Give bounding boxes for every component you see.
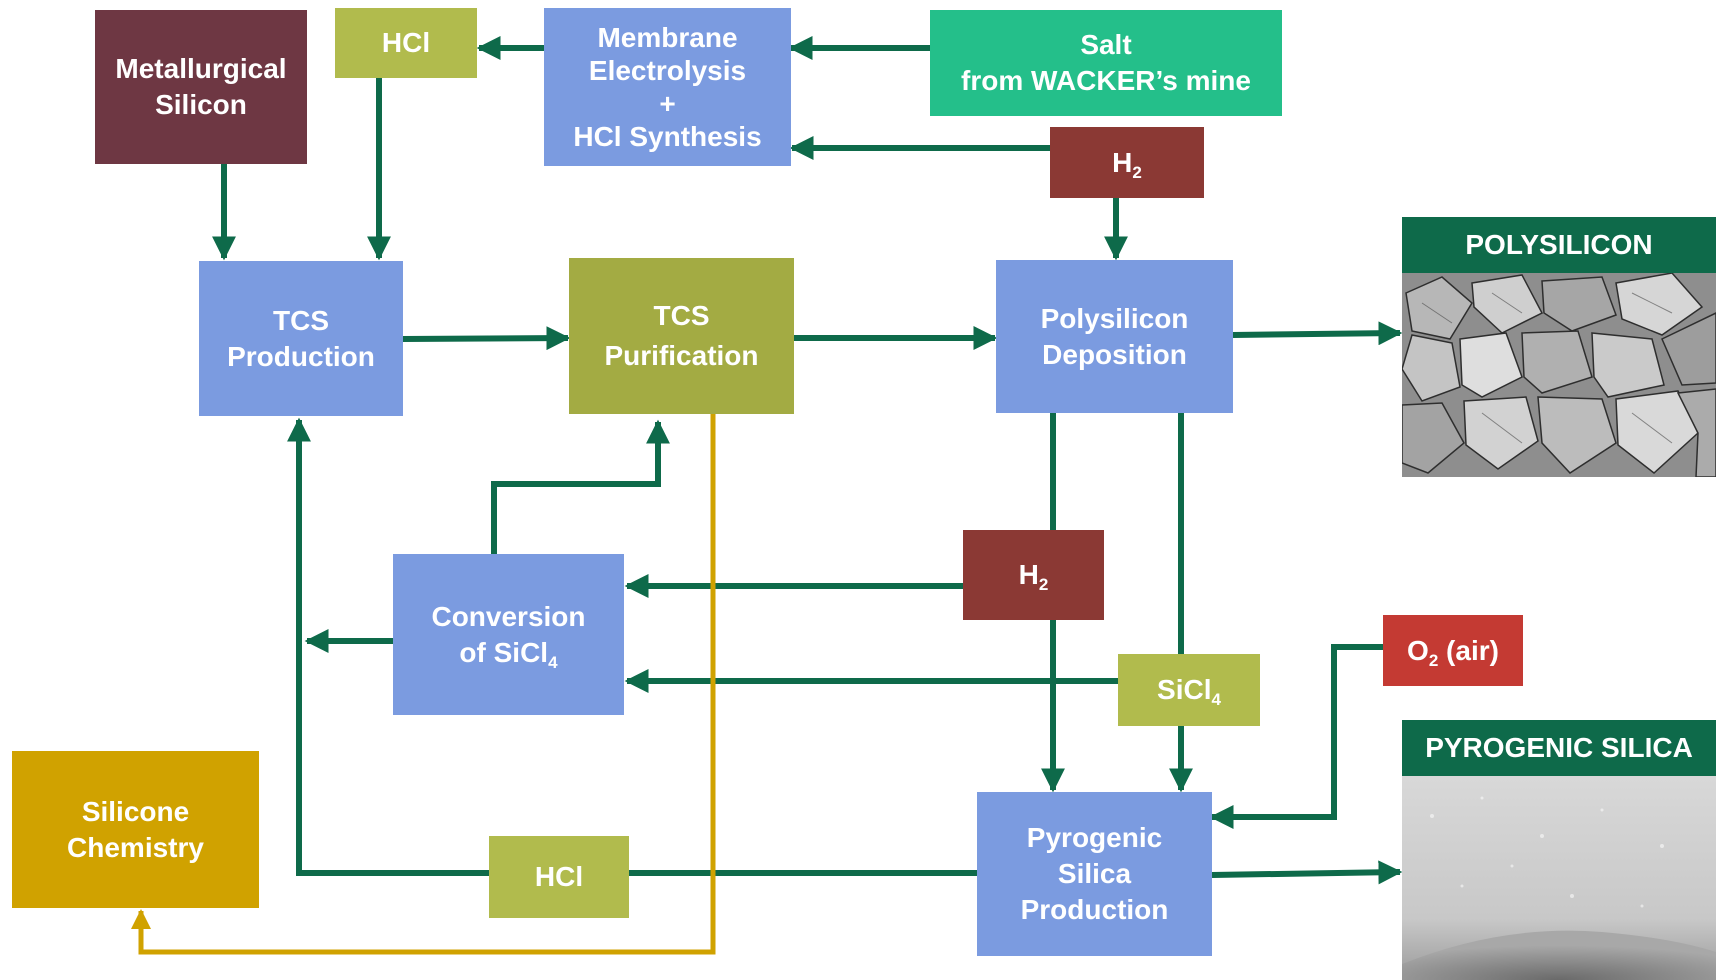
node-label: Deposition — [1042, 338, 1187, 370]
conversion-sicl4-node: Conversion of SiCl4 — [393, 554, 624, 715]
node-label: H2 — [1018, 559, 1049, 594]
node-label: Electrolysis — [588, 55, 747, 86]
node-label: TCS — [273, 304, 329, 336]
node-label: + — [659, 88, 676, 119]
node-label: Conversion — [431, 600, 586, 632]
arrow-pyrogenic-to-silica — [1211, 860, 1403, 885]
tcs-production-node: TCS Production — [199, 261, 403, 416]
metallurgical-silicon-node: Metallurgical Silicon — [95, 10, 307, 164]
node-label: Silicone — [81, 795, 190, 827]
panel-title: POLYSILICON — [1402, 217, 1716, 273]
polysilicon-deposition-node: Polysilicon Deposition — [996, 260, 1233, 413]
silica-powder-photo-icon — [1402, 776, 1716, 980]
node-label: Metallurgical — [115, 53, 287, 84]
hcl-top-node: HCl — [335, 8, 477, 78]
node-label: of SiCl4 — [459, 636, 558, 672]
arrow-purification-to-silicone — [131, 414, 716, 955]
polysilicon-product-panel: POLYSILICON — [1402, 217, 1716, 477]
node-label: Silica — [1057, 858, 1132, 889]
pyrogenic-silica-production-node: Pyrogenic Silica Production — [977, 792, 1212, 956]
arrow-deposition-to-polysilicon — [1232, 321, 1403, 346]
arrow-conversion-to-purification — [491, 419, 670, 554]
polysilicon-chunks-photo-icon — [1402, 273, 1716, 477]
sicl4-node: SiCl4 — [1118, 654, 1260, 726]
node-label: Silicon — [155, 89, 247, 120]
node-label: HCl Synthesis — [573, 121, 762, 152]
salt-node: Salt from WACKER’s mine — [930, 10, 1282, 116]
node-label: Salt — [1080, 29, 1132, 60]
node-label: SiCl4 — [1157, 674, 1221, 709]
o2-air-node: O2 (air) — [1383, 615, 1523, 686]
arrow-o2-to-pyrogenic — [1209, 644, 1383, 829]
node-label: HCl — [534, 861, 584, 892]
h2-top-node: H2 — [1050, 127, 1204, 198]
node-label: from WACKER’s mine — [961, 65, 1251, 96]
node-label: Purification — [604, 340, 759, 371]
node-label: Production — [1020, 894, 1169, 925]
arrow-recycle-to-tcs — [287, 417, 977, 876]
node-label: Membrane — [597, 22, 738, 53]
hcl-bottom-node: HCl — [489, 836, 629, 918]
node-label: Polysilicon — [1040, 302, 1189, 334]
membrane-electrolysis-node: Membrane Electrolysis + HCl Synthesis — [544, 8, 791, 166]
arrow-tcs-to-purification — [402, 326, 571, 351]
panel-title: PYROGENIC SILICA — [1402, 720, 1716, 776]
node-label: TCS — [653, 300, 710, 331]
node-label: HCl — [381, 27, 431, 58]
pyrogenic-silica-product-panel: PYROGENIC SILICA — [1402, 720, 1716, 980]
tcs-purification-node: TCS Purification — [569, 258, 794, 414]
silicone-chemistry-node: Silicone Chemistry — [12, 751, 259, 908]
h2-mid-node: H2 — [963, 530, 1104, 620]
node-label: Pyrogenic — [1026, 822, 1163, 853]
node-label: Chemistry — [67, 831, 204, 863]
node-label: O2 (air) — [1407, 634, 1499, 670]
node-label: H2 — [1112, 146, 1142, 182]
node-label: Production — [227, 340, 375, 372]
